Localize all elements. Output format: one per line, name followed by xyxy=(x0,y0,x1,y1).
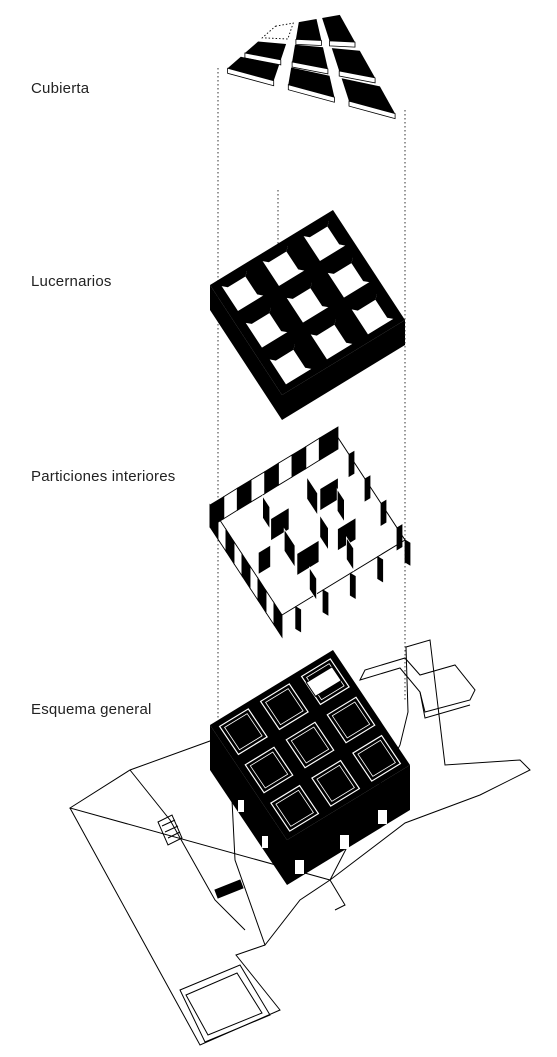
skylight-wall xyxy=(245,270,264,296)
general-roof-cells xyxy=(218,658,402,832)
skylight-wall xyxy=(286,281,313,299)
partition-back-post xyxy=(396,524,403,551)
partition-side-post xyxy=(349,572,356,600)
roof-tile xyxy=(322,14,355,43)
roof-cell-inner xyxy=(331,701,371,739)
roof-tile xyxy=(295,19,322,41)
partition-wall-segment xyxy=(241,552,251,590)
skylight-wall xyxy=(221,270,248,288)
partition-wall-segment xyxy=(209,495,225,528)
roof-cell-inner xyxy=(275,789,314,827)
roof-cell-inner xyxy=(316,764,355,802)
roof-tile-edge xyxy=(287,84,335,103)
roof-tile xyxy=(341,78,396,114)
skylight-wall xyxy=(245,306,272,324)
skylight-wall xyxy=(327,220,346,246)
interior-wall xyxy=(257,544,272,576)
roof-tiles xyxy=(227,14,396,120)
layer-label-esquema-general: Esquema general xyxy=(31,701,152,718)
general-wall-openings xyxy=(238,800,387,874)
partition-wall-segment xyxy=(223,487,238,520)
roof-cell-inner xyxy=(265,688,304,726)
layer-label-lucernarios: Lucernarios xyxy=(31,273,112,290)
skylight-wall xyxy=(351,293,378,311)
partition-perimeter xyxy=(209,426,411,639)
skylight-wall xyxy=(269,306,288,333)
partition-wall-segment xyxy=(273,601,283,639)
skylight-wall xyxy=(334,318,353,344)
interior-wall xyxy=(345,535,355,572)
interior-wall xyxy=(270,506,290,542)
skylights-layer xyxy=(210,210,405,420)
interior-partitions xyxy=(209,426,411,639)
partition-wall-segment xyxy=(264,462,279,495)
interior-wall xyxy=(283,527,296,569)
roof-tile xyxy=(292,44,328,69)
partition-side-post xyxy=(377,555,384,583)
partition-wall-segment xyxy=(236,479,252,512)
skylight-wall xyxy=(375,293,394,319)
partition-wall-segment xyxy=(225,527,235,566)
roof-tile-edge xyxy=(295,38,322,46)
roof-tile xyxy=(331,48,376,78)
partition-back-post xyxy=(380,499,387,527)
interior-wall xyxy=(308,566,318,602)
roof-cell-inner xyxy=(249,751,289,789)
skylight-wall xyxy=(327,256,354,274)
partition-side-post xyxy=(322,589,329,616)
skylight-wall xyxy=(262,245,289,263)
partition-back-post xyxy=(364,475,371,502)
skylight-wall xyxy=(310,281,329,308)
interior-wall xyxy=(336,487,345,524)
partition-wall-segment xyxy=(265,589,275,627)
partition-side-post xyxy=(295,605,302,633)
roof-tile xyxy=(227,56,280,81)
roof-tile xyxy=(244,41,287,60)
roof-tile-edge xyxy=(244,52,282,66)
roof-tile-edge xyxy=(348,100,396,120)
partition-wall-segment xyxy=(291,445,307,478)
interior-wall xyxy=(262,494,271,531)
partition-back-post xyxy=(332,426,339,453)
roof-tile-missing xyxy=(261,22,294,40)
partition-side-post xyxy=(404,539,411,566)
interior-wall xyxy=(319,476,339,512)
skylight-wall xyxy=(310,318,337,336)
general-block xyxy=(210,650,410,885)
partition-wall-segment xyxy=(217,515,227,553)
roof-tile-edge xyxy=(338,70,376,84)
partition-wall-segment xyxy=(318,429,334,462)
roof-tile-edge xyxy=(227,67,275,87)
skylight-wall xyxy=(286,245,305,271)
skylight-wall xyxy=(303,220,330,238)
interior-wall xyxy=(337,516,357,552)
partition-wall-segment xyxy=(257,576,267,615)
roof-tile-edge xyxy=(329,40,356,48)
partition-back-post xyxy=(348,450,355,478)
roof-cell-inner xyxy=(290,726,330,764)
layer-label-cubierta: Cubierta xyxy=(31,80,90,97)
skylight-wall xyxy=(269,343,296,361)
skylight-wall xyxy=(351,256,370,283)
skylight-wells xyxy=(220,219,395,386)
partition-wall-segment xyxy=(233,540,243,578)
roof-cell-opening xyxy=(305,666,343,697)
interior-wall xyxy=(319,513,329,552)
partition-wall-segment xyxy=(249,564,259,602)
partition-wall-segment xyxy=(305,437,320,470)
partition-interior-walls xyxy=(257,475,357,602)
interior-wall xyxy=(296,539,320,577)
projection-lines xyxy=(217,68,406,720)
interior-wall xyxy=(306,475,319,517)
layer-label-particiones: Particiones interiores xyxy=(31,468,176,485)
roof-tile xyxy=(288,67,335,98)
roof-cell-inner xyxy=(224,713,263,751)
partition-wall-segment xyxy=(277,454,293,487)
skylight-wall xyxy=(293,343,312,369)
site-plan xyxy=(68,639,531,1046)
roof-cell-inner xyxy=(357,739,396,777)
roof-tile-edge xyxy=(291,61,329,75)
